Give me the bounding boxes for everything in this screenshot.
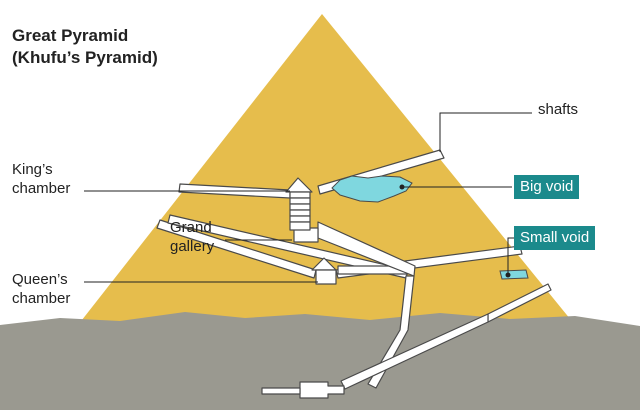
grand-gallery-label-line2: gallery	[170, 238, 215, 255]
queens-chamber-label: Queen’s chamber	[12, 270, 70, 308]
queens-chamber-label-line1: Queen’s	[12, 271, 68, 288]
queens-shaft-north	[156, 219, 317, 279]
small-void-badge: Small void	[514, 226, 596, 250]
shafts-leader-line	[439, 112, 532, 152]
diagram-subtitle: (Khufu’s Pyramid)	[12, 48, 158, 67]
kings-chamber-label: King’s chamber	[12, 160, 70, 198]
kings-chamber-label-line2: chamber	[12, 180, 71, 197]
ground	[0, 312, 640, 410]
grand-gallery-label-line1: Grand	[170, 219, 212, 236]
kings-relieving-chamber-5	[289, 215, 311, 223]
small-void-leader-line	[507, 237, 514, 275]
small-void-marker	[505, 272, 511, 278]
shafts-label: shafts	[538, 101, 579, 118]
small-void	[499, 269, 529, 280]
big-void-badge: Big void	[514, 175, 580, 199]
kings-relieving-chamber-2	[289, 197, 311, 205]
kings-chamber-label-line1: King’s	[12, 161, 53, 178]
kings-relieving-chamber-3	[289, 203, 311, 211]
big-void	[331, 175, 413, 203]
kings-relieving-chamber-4	[289, 209, 311, 217]
pyramid-body	[78, 14, 575, 325]
diagram-title: Great Pyramid	[12, 26, 129, 45]
queens-chamber-label-line2: chamber	[12, 290, 71, 307]
kings-chamber-room	[289, 221, 311, 231]
subterranean-chamber	[299, 381, 345, 399]
lower-passage-descent	[340, 313, 489, 390]
queens-chamber-room	[315, 269, 337, 285]
big-void-marker	[399, 184, 405, 190]
kings-relieving-chamber-1	[289, 191, 311, 199]
grand-gallery-label: Grand gallery	[170, 218, 214, 256]
subterranean-dead-end	[261, 387, 301, 395]
